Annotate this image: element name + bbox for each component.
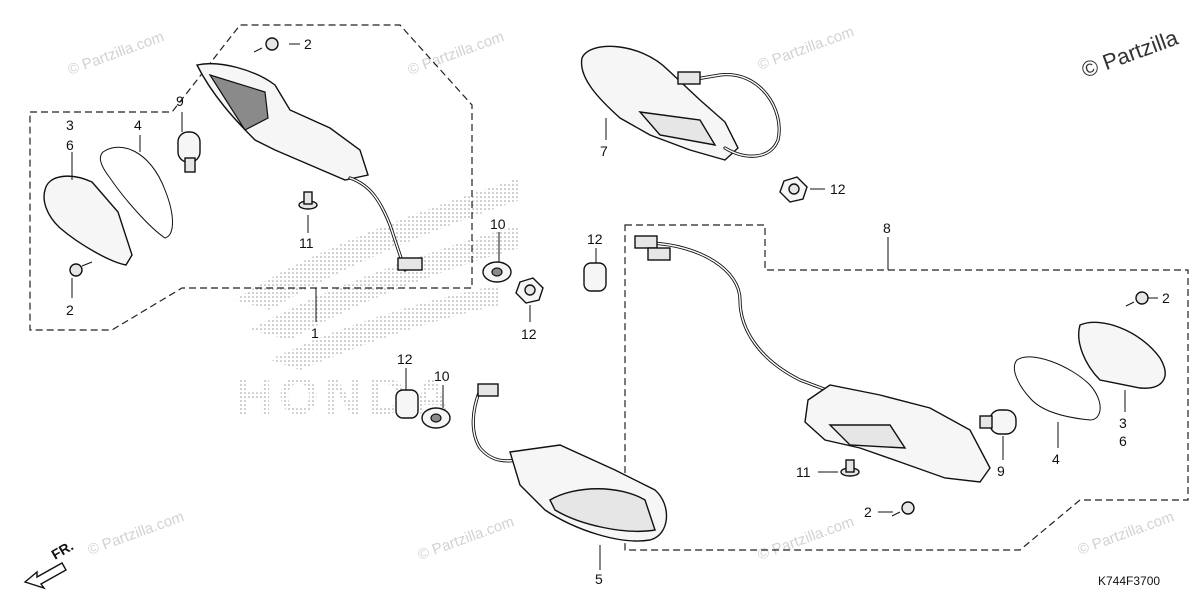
clip-part-11 bbox=[298, 191, 318, 210]
center-hardware bbox=[395, 261, 607, 429]
right-turn-signal-assembly bbox=[634, 235, 1166, 517]
callout-12: 12 bbox=[397, 351, 413, 367]
assembly-outline-right bbox=[624, 224, 1189, 551]
screw-part-2-top bbox=[253, 37, 279, 53]
callout-6: 6 bbox=[66, 137, 74, 153]
front-direction-indicator: FR. bbox=[23, 537, 77, 590]
callout-2: 2 bbox=[304, 36, 312, 52]
callout-2: 2 bbox=[864, 504, 872, 520]
watermark: © Partzilla.com bbox=[406, 28, 507, 79]
grommet-part-12-b bbox=[583, 262, 607, 292]
direction-label: FR. bbox=[49, 537, 77, 562]
left-front-turn-signal bbox=[43, 37, 423, 277]
nut-part-12-a bbox=[515, 277, 544, 304]
grommet-part-12-c bbox=[395, 389, 419, 419]
callout-10: 10 bbox=[434, 368, 450, 384]
screw-part-2-right-bottom bbox=[891, 501, 915, 517]
callout-7: 7 bbox=[600, 143, 608, 159]
diagram-code: K744F3700 bbox=[1098, 574, 1160, 588]
callout-3: 3 bbox=[66, 117, 74, 133]
partzilla-corner-mark: © Partzilla bbox=[1078, 25, 1182, 83]
callout-numbers: 3 6 4 9 2 2 11 1 10 12 12 12 10 7 12 8 2… bbox=[66, 36, 1170, 587]
washer-part-10-bottom bbox=[421, 407, 451, 429]
callout-5: 5 bbox=[595, 571, 603, 587]
callout-1: 1 bbox=[311, 325, 319, 341]
callout-9: 9 bbox=[997, 463, 1005, 479]
bulb-part-9-right bbox=[979, 409, 1017, 435]
callout-8: 8 bbox=[883, 220, 891, 236]
callout-10: 10 bbox=[490, 216, 506, 232]
callout-2: 2 bbox=[1162, 290, 1170, 306]
reflector bbox=[208, 73, 269, 131]
watermark: © Partzilla.com bbox=[1076, 508, 1177, 559]
callout-2: 2 bbox=[66, 302, 74, 318]
arrow-icon bbox=[23, 562, 67, 590]
callout-4: 4 bbox=[1052, 451, 1060, 467]
turn-signal-part-5 bbox=[471, 383, 668, 542]
washer-part-10-top bbox=[482, 261, 512, 283]
callout-12: 12 bbox=[521, 326, 537, 342]
callout-12: 12 bbox=[587, 231, 603, 247]
callout-3: 3 bbox=[1119, 415, 1127, 431]
screw-part-2-bottom bbox=[69, 261, 93, 277]
callout-12: 12 bbox=[830, 181, 846, 197]
gasket-part-4 bbox=[99, 146, 173, 239]
honda-wing-logo: HONDA bbox=[235, 178, 520, 426]
screw-part-2-right-top bbox=[1125, 291, 1149, 307]
lens-part-3 bbox=[43, 175, 133, 266]
callout-4: 4 bbox=[134, 117, 142, 133]
bulb-part-9 bbox=[177, 131, 201, 173]
nut-part-12-d bbox=[779, 176, 808, 203]
watermark: © Partzilla.com bbox=[416, 513, 517, 564]
watermark: © Partzilla.com bbox=[756, 23, 857, 74]
watermark: © Partzilla.com bbox=[756, 513, 857, 564]
callout-6: 6 bbox=[1119, 433, 1127, 449]
watermark: © Partzilla.com bbox=[66, 28, 167, 79]
watermark: © Partzilla.com bbox=[86, 508, 187, 559]
callout-11: 11 bbox=[796, 464, 811, 480]
connector bbox=[397, 257, 423, 271]
callout-11: 11 bbox=[299, 235, 314, 251]
turn-signal-part-7 bbox=[580, 45, 781, 161]
assembly-outline-left bbox=[29, 24, 473, 331]
clip-part-11-right bbox=[840, 459, 860, 477]
leader-lines bbox=[71, 43, 1158, 570]
callout-9: 9 bbox=[176, 93, 184, 109]
